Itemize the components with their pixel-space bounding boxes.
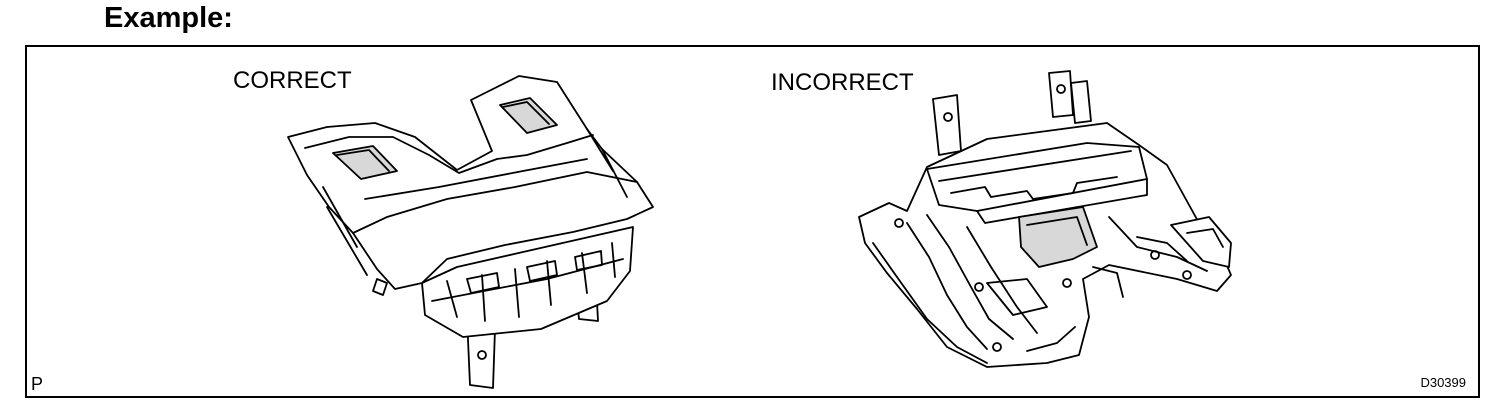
illustration-frame: CORRECT INCORRECT (25, 45, 1480, 398)
page-marker: P (31, 374, 44, 394)
correct-orientation-drawing (287, 75, 654, 389)
incorrect-orientation-drawing (858, 70, 1232, 368)
correct-label: CORRECT (233, 67, 352, 94)
incorrect-label: INCORRECT (771, 69, 914, 96)
example-heading: Example: (104, 2, 233, 34)
figure-code: D30399 (1420, 375, 1466, 390)
